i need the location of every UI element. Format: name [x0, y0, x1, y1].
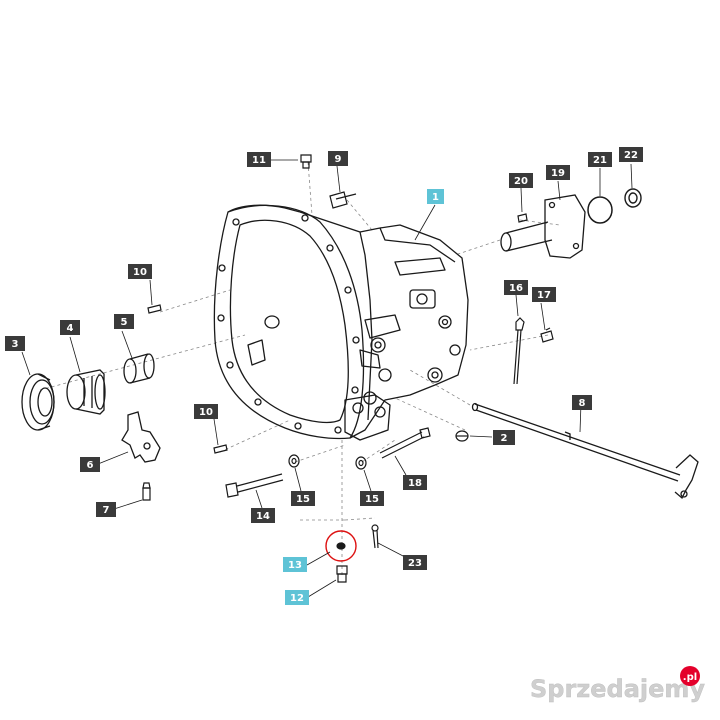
svg-text:21: 21	[593, 155, 607, 166]
leader-line	[159, 289, 231, 313]
callout-20: 20	[509, 173, 533, 188]
part-15-washers	[288, 454, 367, 470]
callout-18: 18	[403, 475, 427, 490]
callout-8: 8	[572, 395, 592, 410]
part-13-o-ring-circled	[325, 530, 357, 562]
part-3-seal	[21, 373, 55, 431]
svg-text:19: 19	[551, 168, 565, 179]
callout-15-right: 15	[360, 491, 384, 506]
svg-text:1: 1	[432, 192, 439, 203]
callout-10-bottom: 10	[194, 404, 218, 419]
svg-text:6: 6	[87, 460, 94, 471]
leader-line	[219, 419, 291, 453]
part-23-pin	[371, 524, 379, 549]
callout-7: 7	[96, 502, 116, 517]
part-17-bolt	[540, 327, 554, 343]
svg-text:10: 10	[199, 407, 213, 418]
transmission-housing	[213, 204, 469, 441]
part-21-o-ring	[587, 196, 613, 224]
leader-line	[346, 199, 373, 231]
svg-text:13: 13	[288, 560, 302, 571]
leader-line	[307, 161, 313, 216]
watermark: Sprzedajemy .pl	[530, 666, 706, 703]
watermark-badge-text: .pl	[683, 672, 697, 683]
part-5-bushing	[123, 353, 155, 384]
callout-1: 1	[427, 189, 444, 204]
leader-line	[39, 334, 246, 391]
leader-line	[344, 517, 376, 521]
callout-6: 6	[80, 457, 100, 472]
leader-line	[519, 219, 561, 226]
svg-text:5: 5	[121, 317, 128, 328]
svg-text:2: 2	[501, 433, 508, 444]
svg-text:3: 3	[12, 339, 19, 350]
callout-10-top: 10	[128, 264, 152, 279]
part-4-release-bearing	[66, 369, 106, 415]
callout-4: 4	[60, 320, 80, 335]
part-10-dowel-pins	[147, 304, 228, 454]
leader-lines	[39, 161, 561, 575]
leader-line	[294, 444, 346, 463]
svg-text:8: 8	[579, 398, 586, 409]
part-22-seal	[624, 188, 642, 208]
callout-14: 14	[251, 508, 275, 523]
part-19-elbow-tube	[500, 194, 586, 259]
part-6-release-fork	[121, 411, 161, 463]
leader-line	[409, 369, 471, 406]
callout-2: 2	[493, 430, 515, 445]
svg-text:9: 9	[335, 154, 342, 165]
part-8-shaft	[471, 402, 699, 500]
svg-text:15: 15	[365, 494, 379, 505]
part-12-drain-plug	[336, 565, 348, 583]
callout-19: 19	[546, 165, 570, 180]
watermark-badge	[680, 666, 700, 686]
svg-text:20: 20	[514, 176, 528, 187]
callout-5: 5	[114, 314, 134, 329]
leader-line	[469, 334, 549, 351]
callout-17: 17	[532, 287, 556, 302]
callout-22: 22	[619, 147, 643, 162]
part-11-plug	[300, 154, 312, 169]
callout-leaders	[21, 159, 633, 598]
leader-line	[361, 439, 396, 463]
part-16-dipstick	[513, 317, 525, 385]
svg-text:18: 18	[408, 478, 422, 489]
leader-line	[394, 397, 466, 431]
part-9-bolt	[329, 191, 357, 209]
svg-text:7: 7	[103, 505, 110, 516]
part-2-plug	[455, 430, 469, 442]
part-14-bolt	[225, 473, 284, 498]
part-20-screw	[517, 213, 528, 223]
svg-text:23: 23	[408, 558, 422, 569]
svg-text:10: 10	[133, 267, 147, 278]
svg-text:12: 12	[290, 593, 304, 604]
callout-9: 9	[328, 151, 348, 166]
callout-16: 16	[504, 280, 528, 295]
part-18-stud	[379, 427, 431, 459]
part-7-nipple	[142, 482, 151, 501]
callout-3: 3	[5, 336, 25, 351]
leader-line	[454, 239, 501, 256]
callout-12: 12	[285, 590, 309, 605]
svg-text:11: 11	[252, 155, 266, 166]
svg-text:15: 15	[296, 494, 310, 505]
callout-23: 23	[403, 555, 427, 570]
callout-labels: 1 2 3 4 5 6 7 8 9 10 10 11 12 13 14 15 1…	[5, 147, 643, 605]
callout-13: 13	[283, 557, 307, 572]
callout-15-left: 15	[291, 491, 315, 506]
watermark-text: Sprzedajemy	[530, 675, 705, 703]
svg-text:16: 16	[509, 283, 523, 294]
callout-11: 11	[247, 152, 271, 167]
svg-text:22: 22	[624, 150, 638, 161]
svg-text:4: 4	[67, 323, 74, 334]
callout-21: 21	[588, 152, 612, 167]
svg-text:14: 14	[256, 511, 270, 522]
svg-text:17: 17	[537, 290, 551, 301]
